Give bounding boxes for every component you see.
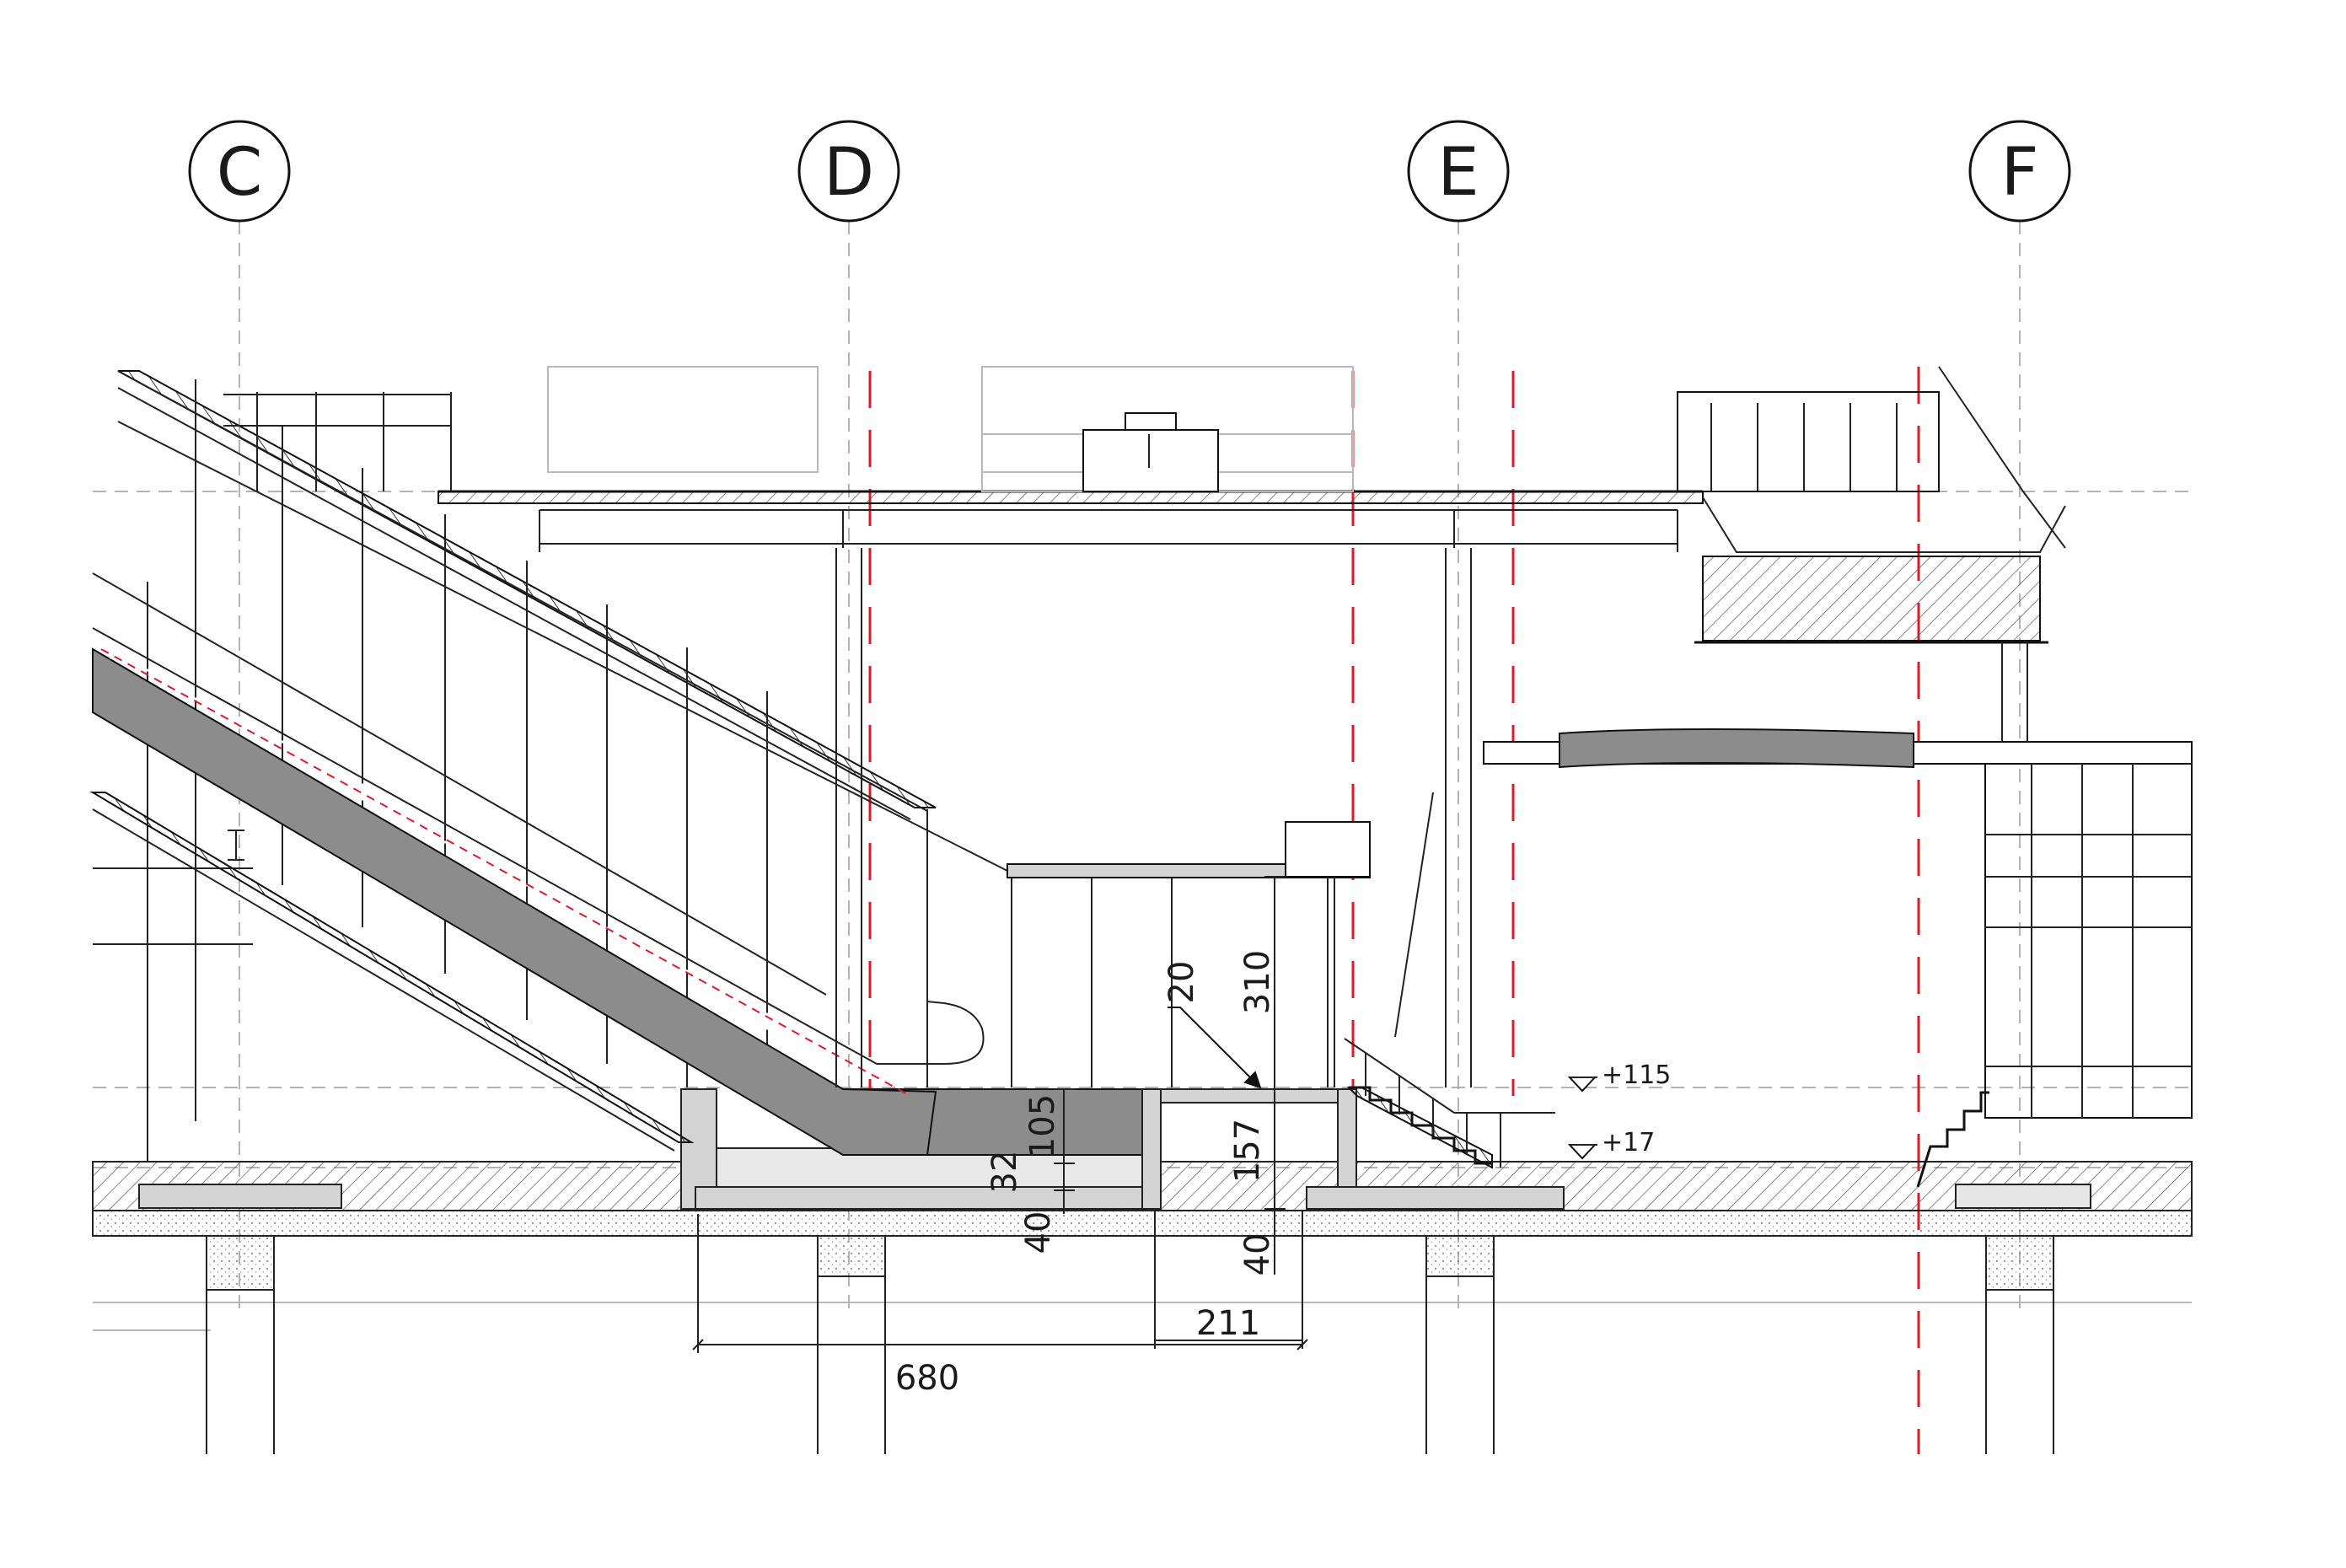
grid-axis-d: D <box>797 120 900 1315</box>
level-marker-lower: +17 <box>1567 1128 1655 1160</box>
foundation <box>92 1161 2193 1454</box>
lower-escalator-truss <box>89 792 695 1152</box>
level-label-lower: +17 <box>1602 1128 1655 1157</box>
dim-157: 157 <box>1228 1119 1267 1183</box>
dimensions: 680 211 310 157 40 105 32 40 20 <box>692 876 1308 1398</box>
dim-211: 211 <box>1196 1304 1260 1343</box>
dim-310: 310 <box>1238 950 1277 1014</box>
grid-label-d: D <box>824 135 874 211</box>
main-escalator <box>92 572 985 1156</box>
landing-structure <box>1007 792 1434 1087</box>
grid-axes: C D E F <box>188 120 2071 1315</box>
dim-32: 32 <box>985 1151 1024 1194</box>
level-label-upper: +115 <box>1602 1061 1671 1090</box>
level-markers: +115 +17 <box>1567 1061 1671 1160</box>
dim-40-right: 40 <box>1238 1233 1277 1276</box>
right-mezzanine <box>1483 366 2193 1188</box>
grid-label-e: E <box>1437 135 1479 211</box>
dim-40-left: 40 <box>1019 1211 1058 1254</box>
grid-label-c: C <box>217 135 262 211</box>
dim-105: 105 <box>1023 1094 1062 1158</box>
small-stair <box>1344 1038 1555 1169</box>
level-marker-upper: +115 <box>1567 1061 1671 1093</box>
level-guides <box>93 491 2192 1331</box>
red-reference-lines <box>868 367 1920 1454</box>
grid-label-f: F <box>2001 135 2039 211</box>
grid-axis-c: C <box>188 120 291 1315</box>
dim-680: 680 <box>895 1359 959 1398</box>
grid-axis-e: E <box>1407 120 1510 1315</box>
dim-20: 20 <box>1162 961 1201 1004</box>
grid-axis-f: F <box>1968 120 2071 1315</box>
